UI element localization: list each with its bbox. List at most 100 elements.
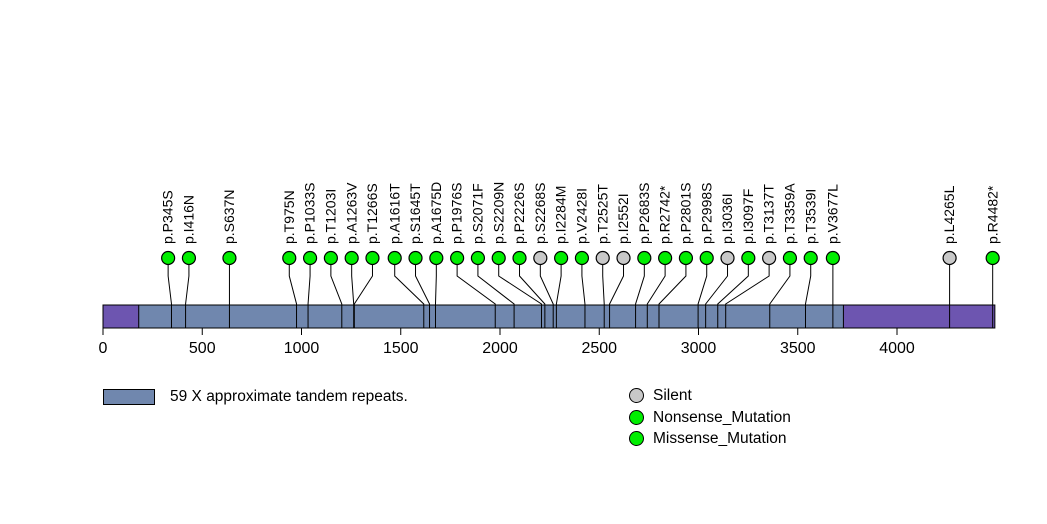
mutation-stem	[351, 264, 355, 328]
mutation-label: p.S1645T	[407, 183, 423, 244]
mutation-label: p.A1616T	[386, 183, 402, 244]
mutation-marker	[741, 250, 756, 266]
mutation-marker	[637, 250, 652, 266]
mutation-marker	[699, 250, 714, 266]
mutation-label: p.P2998S	[698, 183, 714, 245]
mutation-marker	[554, 250, 569, 266]
mutation-type-legend: Silent Nonsense_Mutation Missense_Mutati…	[629, 385, 791, 450]
mutation-marker	[302, 250, 318, 266]
mutation-label: p.P2226S	[511, 183, 527, 245]
mutation-marker	[450, 250, 465, 266]
nonsense-marker-icon	[629, 409, 644, 425]
axis-tick-label: 4000	[879, 340, 915, 357]
mutation-label: p.A1675D	[428, 182, 444, 244]
mutation-marker	[595, 250, 610, 266]
mutation-marker	[825, 250, 840, 266]
mutation-label: p.P1033S	[302, 183, 318, 245]
mutation-marker	[282, 250, 297, 266]
mutation-label: p.S2209N	[490, 182, 506, 244]
mutation-label: p.P2801S	[678, 183, 694, 245]
mutation-label: p.T2525T	[594, 184, 610, 244]
mutation-label: p.I416N	[181, 195, 197, 244]
legend-item-label: Nonsense_Mutation	[653, 408, 791, 426]
mutation-stem	[519, 264, 546, 328]
legend-item-nonsense: Nonsense_Mutation	[629, 407, 791, 429]
mutation-stem	[415, 264, 431, 328]
mutation-marker	[429, 250, 444, 266]
mutation-stem	[434, 264, 437, 328]
mutation-marker	[491, 250, 506, 266]
axis-tick-label: 0	[99, 340, 108, 357]
mutation-label: p.P2683S	[636, 183, 652, 245]
mutation-marker	[387, 250, 402, 266]
mutation-label: p.R2742*	[657, 185, 673, 244]
axis-tick-label: 2500	[581, 340, 617, 357]
legend-item-label: Missense_Mutation	[653, 430, 787, 448]
mutation-label: p.I2284M	[553, 186, 569, 244]
tandem-repeat-domain	[138, 304, 844, 329]
mutation-stem	[307, 264, 311, 328]
mutation-stem	[717, 264, 749, 328]
mutation-label: p.T975N	[281, 190, 297, 244]
domain-color-swatch	[103, 388, 155, 405]
mutation-stem	[697, 264, 708, 328]
mutation-marker	[323, 250, 338, 266]
mutation-stem	[804, 264, 812, 328]
mutation-marker	[720, 250, 735, 266]
mutation-stem	[185, 264, 190, 328]
mutation-marker	[181, 250, 197, 266]
mutation-label: p.V2428I	[574, 188, 590, 244]
axis-tick-label: 1000	[284, 340, 320, 357]
mutation-stem	[635, 264, 645, 328]
mutation-stem	[705, 264, 729, 328]
mutation-label: p.S637N	[221, 190, 237, 244]
mutation-stem	[167, 264, 172, 328]
legend-item-missense: Missense_Mutation	[629, 428, 791, 450]
mutation-marker	[942, 250, 957, 266]
mutation-marker	[762, 250, 777, 266]
mutation-stem	[456, 264, 496, 328]
silent-marker-icon	[629, 388, 644, 404]
mutation-stem	[330, 264, 343, 328]
legend-item-label: Silent	[653, 387, 692, 405]
mutation-label: p.R4482*	[984, 185, 1000, 244]
axis-tick-label: 3500	[780, 340, 816, 357]
mutation-label: p.S2268S	[532, 183, 548, 245]
mutation-marker	[222, 250, 237, 266]
mutation-stem	[555, 264, 562, 328]
mutation-label: p.I3036I	[719, 193, 735, 244]
mutation-stem	[602, 264, 605, 328]
mutation-stem	[498, 264, 542, 328]
mutation-label: p.S2071F	[470, 183, 486, 244]
mutation-stem	[658, 264, 687, 328]
missense-marker-icon	[629, 431, 644, 447]
mutation-marker	[344, 250, 359, 266]
mutation-stem	[646, 264, 666, 328]
axis-tick-label: 2000	[482, 340, 518, 357]
mutation-marker	[470, 250, 486, 266]
mutation-stem	[581, 264, 586, 328]
mutation-label: p.T1266S	[364, 183, 380, 244]
domain-legend-label: 59 X approximate tandem repeats.	[170, 388, 408, 405]
mutation-label: p.I3097F	[740, 189, 756, 244]
mutation-label: p.T3359A	[782, 183, 798, 244]
mutation-label: p.V3677L	[825, 184, 841, 244]
mutation-marker	[365, 250, 380, 266]
mutation-stem	[288, 264, 298, 328]
mutation-marker	[574, 250, 590, 266]
domain-legend: 59 X approximate tandem repeats.	[103, 386, 408, 407]
mutation-marker	[782, 250, 798, 266]
mutation-label: p.T3539I	[802, 189, 818, 244]
legend-item-silent: Silent	[629, 385, 791, 407]
mutation-stem	[725, 264, 770, 328]
mutation-label: p.T1203I	[322, 189, 338, 244]
mutation-label: p.P345S	[160, 190, 176, 244]
mutation-stem	[394, 264, 425, 328]
mutation-stem	[353, 264, 373, 328]
mutation-marker	[678, 250, 694, 266]
mutation-marker	[408, 250, 423, 266]
mutation-label: p.A1263V	[343, 182, 359, 244]
axis-tick-label: 500	[189, 340, 216, 357]
